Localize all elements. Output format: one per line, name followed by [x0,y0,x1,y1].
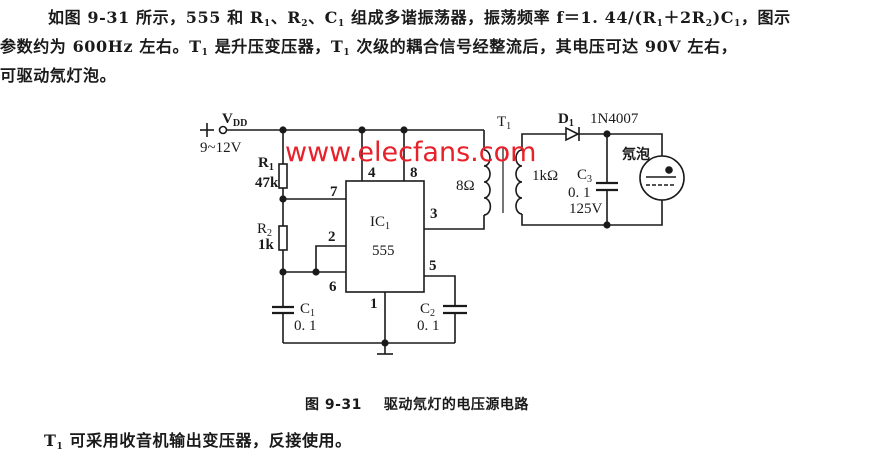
diode-d1 [565,126,580,142]
subscript: 1 [201,48,209,58]
intro-line-3: 可驱动氖灯泡。 [0,66,117,85]
text-run: 是升压变压器，T [208,37,344,56]
wire-pin3 [424,215,485,230]
transformer-label: T1 [497,114,511,132]
c3-label: C3 [577,167,592,185]
c3-voltage: 125V [569,201,603,217]
wire-pin2 [315,245,346,272]
text-run: 组成多谐振荡器，振荡频率 f＝1. 44/(R [344,8,657,27]
subscript: 2 [705,19,713,29]
pin-8-label: 8 [410,165,418,181]
wire [521,200,663,226]
ic-555-body [345,180,425,293]
text-run: 、C [308,8,339,27]
text-run: T [44,431,57,450]
figure-title: 驱动氖灯的电压源电路 [383,397,529,413]
primary-impedance: 8Ω [456,178,475,194]
text-run: 可采用收音机输出变压器，反接使用。 [63,431,352,450]
text-run: 、R [270,8,302,27]
c3-value: 0. 1 [568,185,591,201]
text-run: ，图示 [740,8,791,27]
note-paragraph: T1 可采用收音机输出变压器，反接使用。 [44,427,352,452]
c1-label: C1 [300,301,315,319]
junction-dot [381,339,389,347]
pin-2-label: 2 [328,229,336,245]
pin-4-label: 4 [368,165,376,181]
ic-part: 555 [372,243,395,259]
text-run: 参数约为 600Hz 左右。T [0,37,202,56]
transformer-primary-coil [483,149,492,216]
r1-label: R1 [258,155,274,173]
pin-7-label: 7 [330,184,338,200]
subscript: 2 [301,19,309,29]
text-run: ＋2R [663,8,706,27]
pin-3-label: 3 [430,206,438,222]
subscript: 1 [734,19,741,29]
intro-paragraph: 如图 9-31 所示，555 和 R1、R2、C1 组成多谐振荡器，振荡频率 f… [0,3,791,90]
neon-lamp-icon [639,155,685,201]
diode-part: 1N4007 [590,111,639,127]
lamp-label: 氖泡 [621,146,650,163]
resistor-r2 [278,225,288,251]
pin-6-label: 6 [329,279,337,295]
wire-pin5 [424,275,456,306]
diode-label: D1 [558,111,574,129]
c2-label: C2 [420,301,435,319]
figure-caption: 图 9-31 驱动氖灯的电压源电路 [305,394,529,414]
pin-1-label: 1 [370,296,378,312]
transformer-secondary-coil [515,149,523,215]
r2-label: R2 [257,221,272,239]
subscript: 1 [56,442,64,452]
secondary-impedance: 1kΩ [532,168,558,184]
wire [521,133,566,150]
r2-value: 1k [258,237,275,253]
subscript: 1 [338,19,345,29]
c2-value: 0. 1 [417,318,440,334]
figure-number: 图 9-31 [305,397,362,413]
ic-label: IC1 [370,214,390,232]
vdd-label: VDD [222,111,247,129]
r1-value: 47k [255,175,279,191]
supply-range-label: 9~12V [200,140,242,156]
pin-5-label: 5 [429,258,437,274]
watermark: www.elecfans.com [285,137,536,168]
intro-line-2: 参数约为 600Hz 左右。T1 是升压变压器，T1 次级的耦合信号经整流后，其… [0,32,791,61]
subscript: 1 [263,19,271,29]
text-run: 次级的耦合信号经整流后，其电压可达 90V 左右， [350,37,738,56]
intro-line-1: 如图 9-31 所示，555 和 R1、R2、C1 组成多谐振荡器，振荡频率 f… [0,3,791,32]
c1-value: 0. 1 [294,318,317,334]
subscript: 1 [656,19,664,29]
text-run: 如图 9-31 所示，555 和 R [48,8,264,27]
subscript: 1 [343,48,351,58]
text-run: )C [712,8,735,27]
